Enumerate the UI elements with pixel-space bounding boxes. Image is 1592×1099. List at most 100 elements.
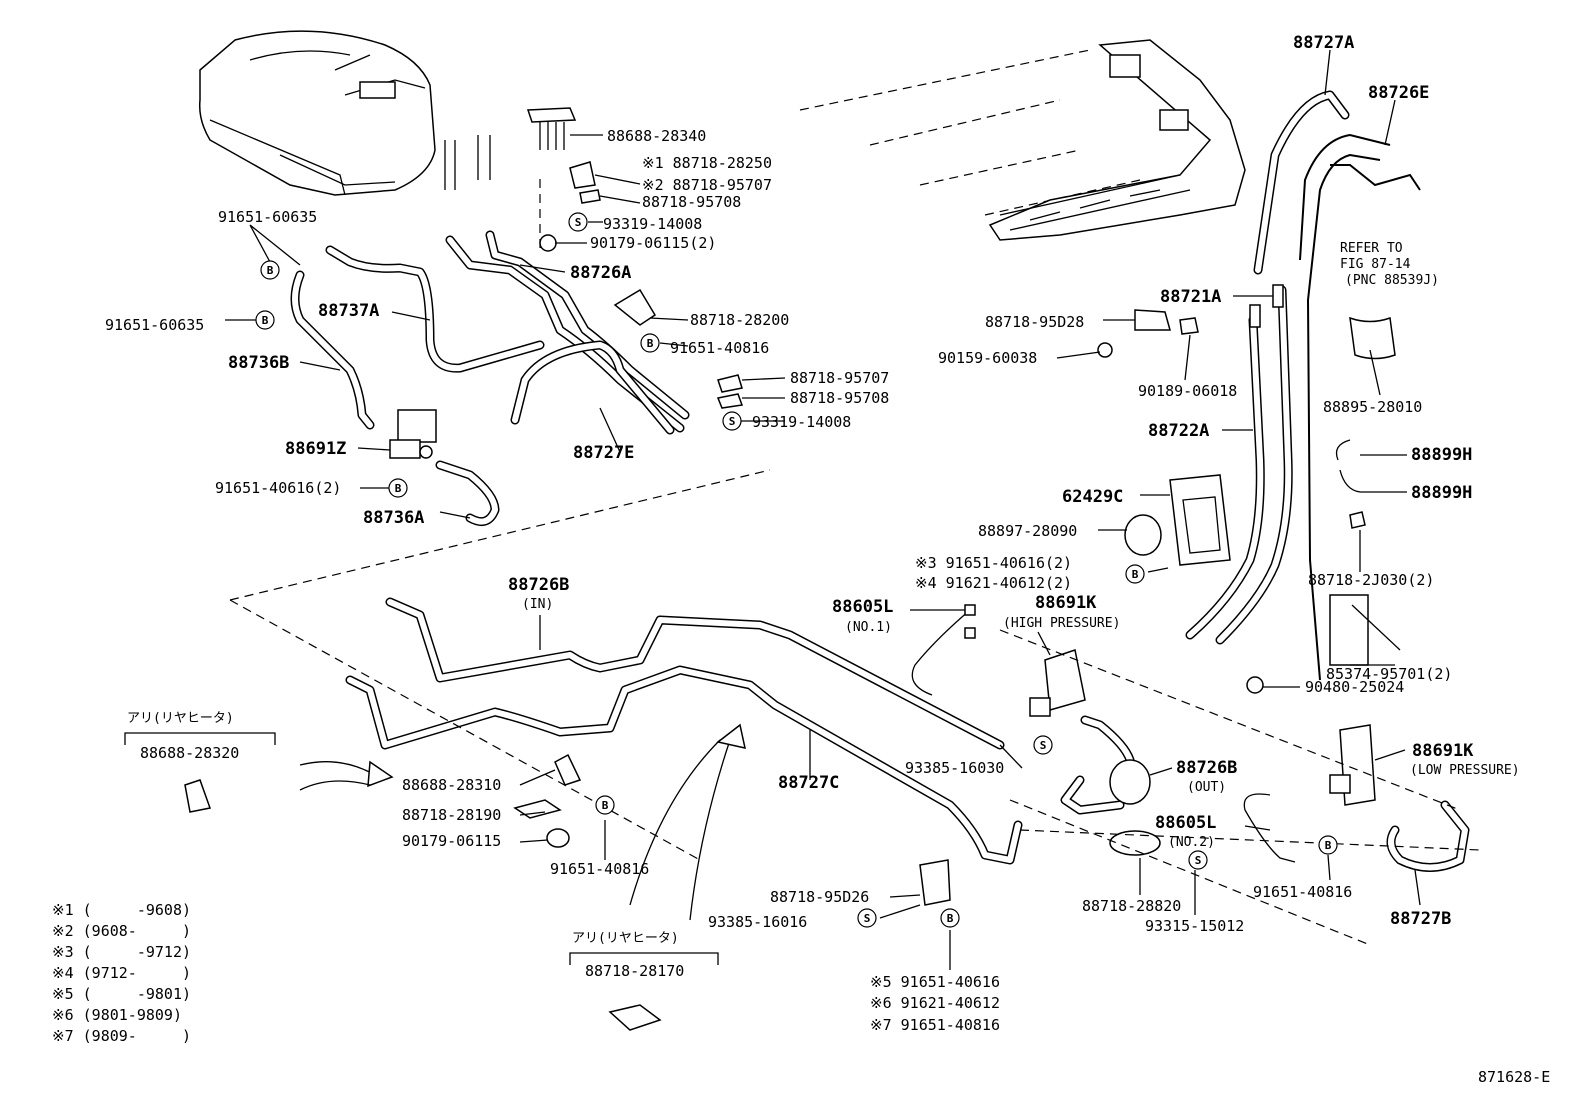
pipe-88726B-out [1060,715,1151,815]
label-93385-16016: 93385-16016 [708,913,807,931]
label-no1-note: (NO.1) [845,620,892,635]
label-88718-95708-a: 88718-95708 [642,193,741,211]
label-91621-40612-2-s4: ※4 91621-40612(2) [915,574,1072,592]
label-88718-95D28: 88718-95D28 [985,313,1084,331]
label-88721A: 88721A [1160,287,1221,307]
rear-heater-unit-drawing [198,30,436,196]
label-88688-28320: 88688-28320 [140,744,239,762]
label-88718-95707-b: 88718-95707 [790,369,889,387]
label-88726A: 88726A [570,263,631,283]
bolt-symbol: B [940,908,960,928]
footnote-7: ※7 (9809- ) [52,1027,191,1045]
footnote-2: ※2 (9608- ) [52,922,191,940]
leader-lines [124,49,1421,970]
footnote-6: ※6 (9801-9809) [52,1006,182,1024]
pipe-88722A [1185,285,1293,645]
svg-text:B: B [395,482,402,495]
label-88718-95708-b: 88718-95708 [790,389,889,407]
svg-text:S: S [1040,739,1047,752]
label-91651-40816-c: 91651-40816 [1253,883,1352,901]
label-high-pressure: (HIGH PRESSURE) [1003,616,1120,631]
screw-symbol: S [1188,850,1208,870]
label-88736B: 88736B [228,353,289,373]
label-88718-28170: 88718-28170 [585,962,684,980]
svg-text:B: B [947,912,954,925]
label-88899H-a: 88899H [1411,445,1472,465]
label-88691K-lp: 88691K [1412,741,1474,761]
pipe-88727E [510,340,675,435]
label-no2-note: (NO.2) [1168,835,1215,850]
label-85374-95701-2: 85374-95701(2) [1326,665,1452,683]
label-88897-28090: 88897-28090 [978,522,1077,540]
label-91651-40816-b: 91651-40816 [550,860,649,878]
label-88899H-b: 88899H [1411,483,1472,503]
fastener-symbols: B B B B B B B B S S S S S [255,212,1338,928]
footnote-3: ※3 ( -9712) [52,943,191,961]
label-91651-40616-s5: ※5 91651-40616 [870,973,1000,991]
bolt-symbol: B [260,260,280,280]
bolt-symbol: B [640,333,660,353]
label-90179-06115-2: 90179-06115(2) [590,234,716,252]
label-refer-to: REFER TO [1340,241,1403,256]
label-88895-28010: 88895-28010 [1323,398,1422,416]
label-ari-rear-heater-2: アリ(リヤヒータ) [572,931,679,946]
svg-text:S: S [864,912,871,925]
label-90179-06115: 90179-06115 [402,832,501,850]
label-93315-15012: 93315-15012 [1145,917,1244,935]
label-91651-40616-2-s3: ※3 91651-40616(2) [915,554,1072,572]
pipe-88727A [1253,90,1421,681]
label-91651-60635-a: 91651-60635 [218,208,317,226]
pipe-88737A [325,245,545,373]
svg-text:B: B [602,799,609,812]
label-pnc-88539J: (PNC 88539J) [1345,273,1439,288]
bolt-symbol: B [388,478,408,498]
label-88737A: 88737A [318,301,379,321]
svg-text:B: B [647,337,654,350]
pipe-88727C [345,665,1023,865]
pipe-88726B-in [385,597,1005,750]
bolt-symbol: B [595,795,615,815]
label-in-note: (IN) [522,597,553,612]
assembly-arrows [229,175,1481,946]
bolt-symbol: B [255,310,275,330]
bolt-symbol: B [1125,564,1145,584]
label-93319-14008-b: 93319-14008 [752,413,851,431]
screw-symbol: S [568,212,588,232]
svg-text:S: S [575,216,582,229]
label-90189-06018: 90189-06018 [1138,382,1237,400]
label-88727B: 88727B [1390,909,1451,929]
small-parts-drawings [184,107,1396,1031]
footnote-legend: ※1 ( -9608) ※2 (9608- ) ※3 ( -9712) ※4 (… [52,901,191,1045]
svg-text:S: S [1195,854,1202,867]
label-88688-28340: 88688-28340 [607,127,706,145]
label-93385-16030: 93385-16030 [905,759,1004,777]
bolt-symbol: B [1318,835,1338,855]
footnote-5: ※5 ( -9801) [52,985,191,1003]
label-88691Z: 88691Z [285,439,346,459]
label-88722A: 88722A [1148,421,1209,441]
label-88688-28310: 88688-28310 [402,776,501,794]
label-88718-28250: ※1 88718-28250 [642,154,772,172]
svg-text:B: B [1325,839,1332,852]
label-88726B-out: 88726B [1176,758,1237,778]
label-ari-rear-heater-1: アリ(リヤヒータ) [127,711,234,726]
label-88718-28190: 88718-28190 [402,806,501,824]
label-88726E: 88726E [1368,83,1429,103]
label-88727E: 88727E [573,443,634,463]
svg-text:B: B [262,314,269,327]
label-91651-40816-a: 91651-40816 [670,339,769,357]
screw-symbol: S [857,908,877,928]
label-fig-87-14: FIG 87-14 [1340,257,1411,272]
label-91621-40612-s6: ※6 91621-40612 [870,994,1000,1012]
label-91651-60635-b: 91651-60635 [105,316,204,334]
label-91651-40616-2: 91651-40616(2) [215,479,341,497]
label-90159-60038: 90159-60038 [938,349,1037,367]
body-duct-drawing [799,39,1246,241]
label-88726B-in: 88726B [508,575,569,595]
label-out-note: (OUT) [1187,780,1226,795]
label-88605L-2: 88605L [1155,813,1216,833]
svg-text:B: B [267,264,274,277]
label-88718-95707-a: ※2 88718-95707 [642,176,772,194]
label-93319-14008-a: 93319-14008 [603,215,702,233]
